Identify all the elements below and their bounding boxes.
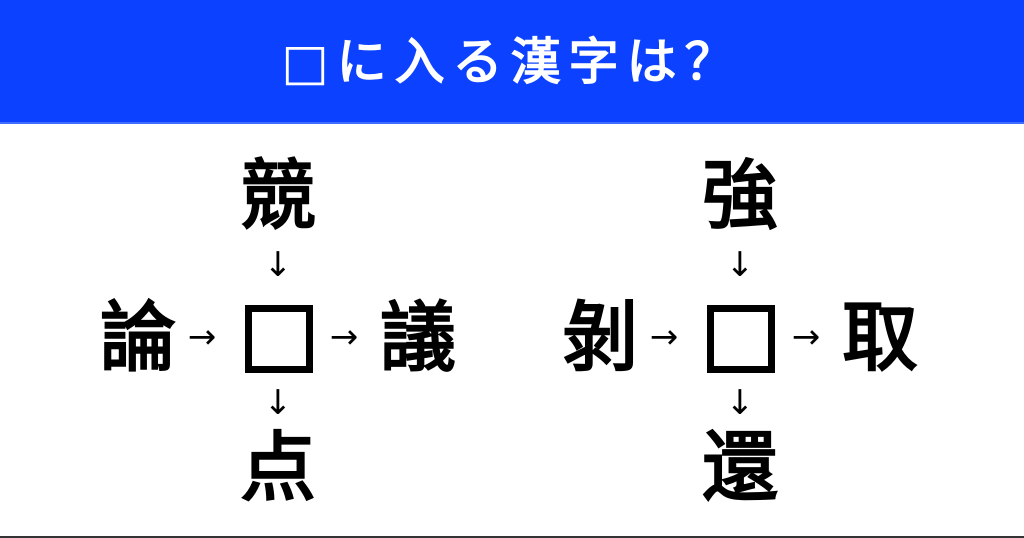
banner-title: □に入る漢字は？ (281, 33, 743, 91)
answer-box[interactable] (707, 305, 775, 373)
arrow-down-icon: ↓ (263, 245, 293, 285)
bottom-divider (0, 536, 1024, 538)
kanji-puzzle-1: 競 ↓ 論 → → 議 ↓ 点 (80, 140, 480, 520)
bottom-kanji: 点 (240, 423, 316, 512)
arrow-down-icon: ↓ (725, 245, 755, 285)
top-kanji: 強 (702, 151, 778, 240)
right-kanji: 議 (380, 293, 456, 382)
left-kanji: 論 (100, 293, 176, 382)
title-banner: □に入る漢字は？ (0, 0, 1024, 124)
kanji-puzzle-2: 強 ↓ 剝 → → 取 ↓ 還 (542, 140, 942, 520)
right-kanji: 取 (842, 293, 918, 382)
arrow-down-icon: ↓ (725, 383, 755, 423)
left-kanji: 剝 (562, 293, 638, 382)
arrow-right-icon: → (649, 317, 679, 357)
bottom-kanji: 還 (702, 423, 778, 512)
arrow-down-icon: ↓ (263, 383, 293, 423)
arrow-right-icon: → (187, 317, 217, 357)
top-kanji: 競 (240, 151, 316, 240)
answer-box[interactable] (245, 305, 313, 373)
arrow-right-icon: → (329, 317, 359, 357)
arrow-right-icon: → (791, 317, 821, 357)
